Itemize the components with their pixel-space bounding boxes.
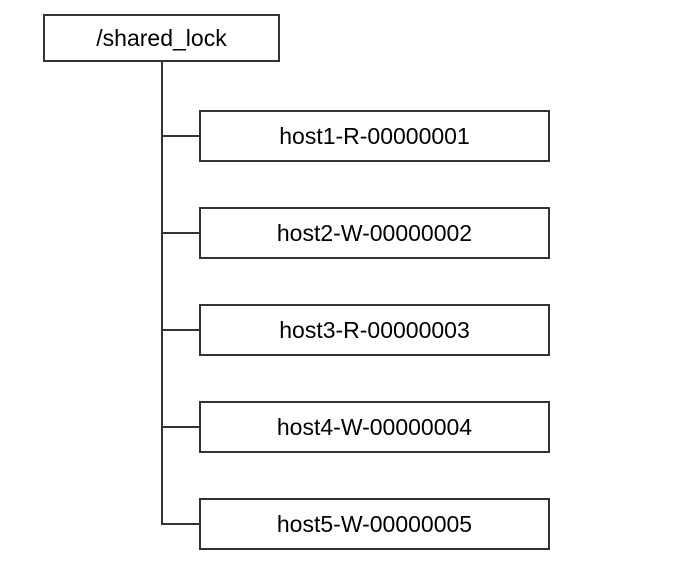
branch-connector-line: [161, 329, 201, 331]
root-node-label: /shared_lock: [96, 24, 227, 51]
child-node-label: host3-R-00000003: [279, 316, 470, 343]
child-node-label: host4-W-00000004: [276, 413, 473, 440]
child-node-host5: host5-W-00000005: [199, 498, 550, 550]
child-node-label: host2-W-00000002: [276, 219, 473, 246]
branch-connector-line: [161, 232, 201, 234]
branch-connector-line: [161, 523, 201, 525]
branch-connector-line: [161, 426, 201, 428]
trunk-connector-line: [161, 62, 163, 524]
branch-connector-line: [161, 135, 201, 137]
child-node-host3: host3-R-00000003: [199, 304, 550, 356]
root-node: /shared_lock: [43, 14, 280, 62]
child-node-label: host1-R-00000001: [279, 122, 470, 149]
child-node-host1: host1-R-00000001: [199, 110, 550, 162]
child-node-host4: host4-W-00000004: [199, 401, 550, 453]
child-node-host2: host2-W-00000002: [199, 207, 550, 259]
child-node-label: host5-W-00000005: [276, 510, 473, 537]
